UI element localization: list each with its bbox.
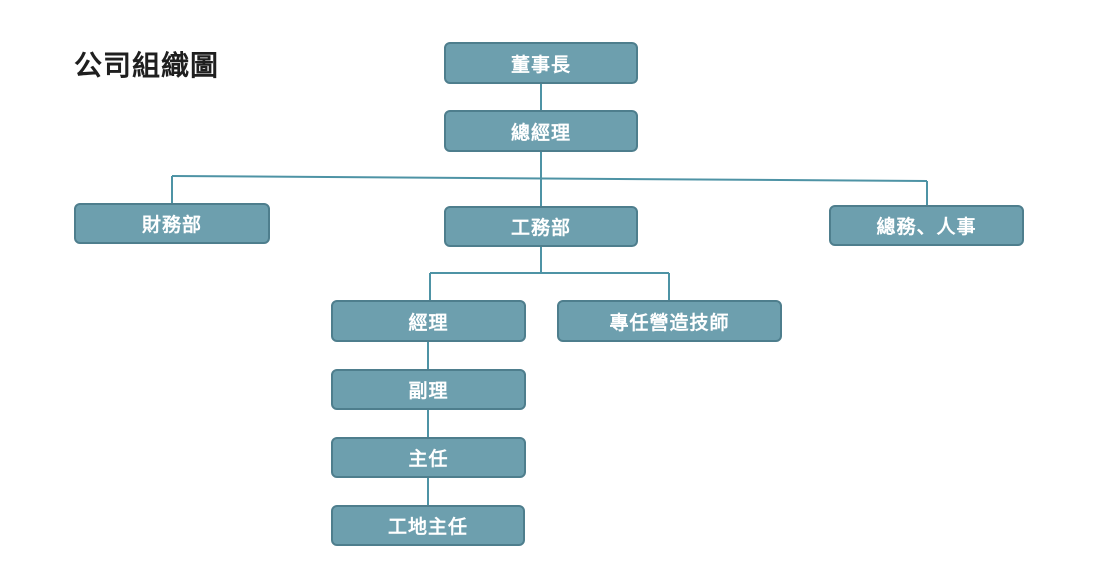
node-site-supervisor: 工地主任 xyxy=(331,505,525,546)
node-label: 副理 xyxy=(408,380,449,402)
node-general-affairs-hr: 總務、人事 xyxy=(829,205,1024,246)
node-label: 總務、人事 xyxy=(876,216,977,238)
page-title: 公司組織圖 xyxy=(74,49,220,82)
connector-branch-horizontal xyxy=(171,175,928,182)
node-label: 經理 xyxy=(408,311,449,334)
node-label: 總經理 xyxy=(510,121,571,144)
node-general-manager: 總經理 xyxy=(444,110,638,152)
node-label: 工地主任 xyxy=(387,516,468,538)
node-manager: 經理 xyxy=(331,300,526,342)
node-engineering: 工務部 xyxy=(444,206,638,247)
node-dedicated-engineer: 專任營造技師 xyxy=(557,300,782,342)
node-chairman: 董事長 xyxy=(444,42,638,84)
node-label: 董事長 xyxy=(510,53,571,76)
node-label: 專任營造技師 xyxy=(609,311,730,334)
node-label: 財務部 xyxy=(141,214,202,236)
node-label: 主任 xyxy=(408,448,449,470)
node-finance: 財務部 xyxy=(74,203,270,244)
node-deputy-manager: 副理 xyxy=(331,369,526,410)
node-supervisor: 主任 xyxy=(331,437,526,478)
node-label: 工務部 xyxy=(510,217,571,239)
